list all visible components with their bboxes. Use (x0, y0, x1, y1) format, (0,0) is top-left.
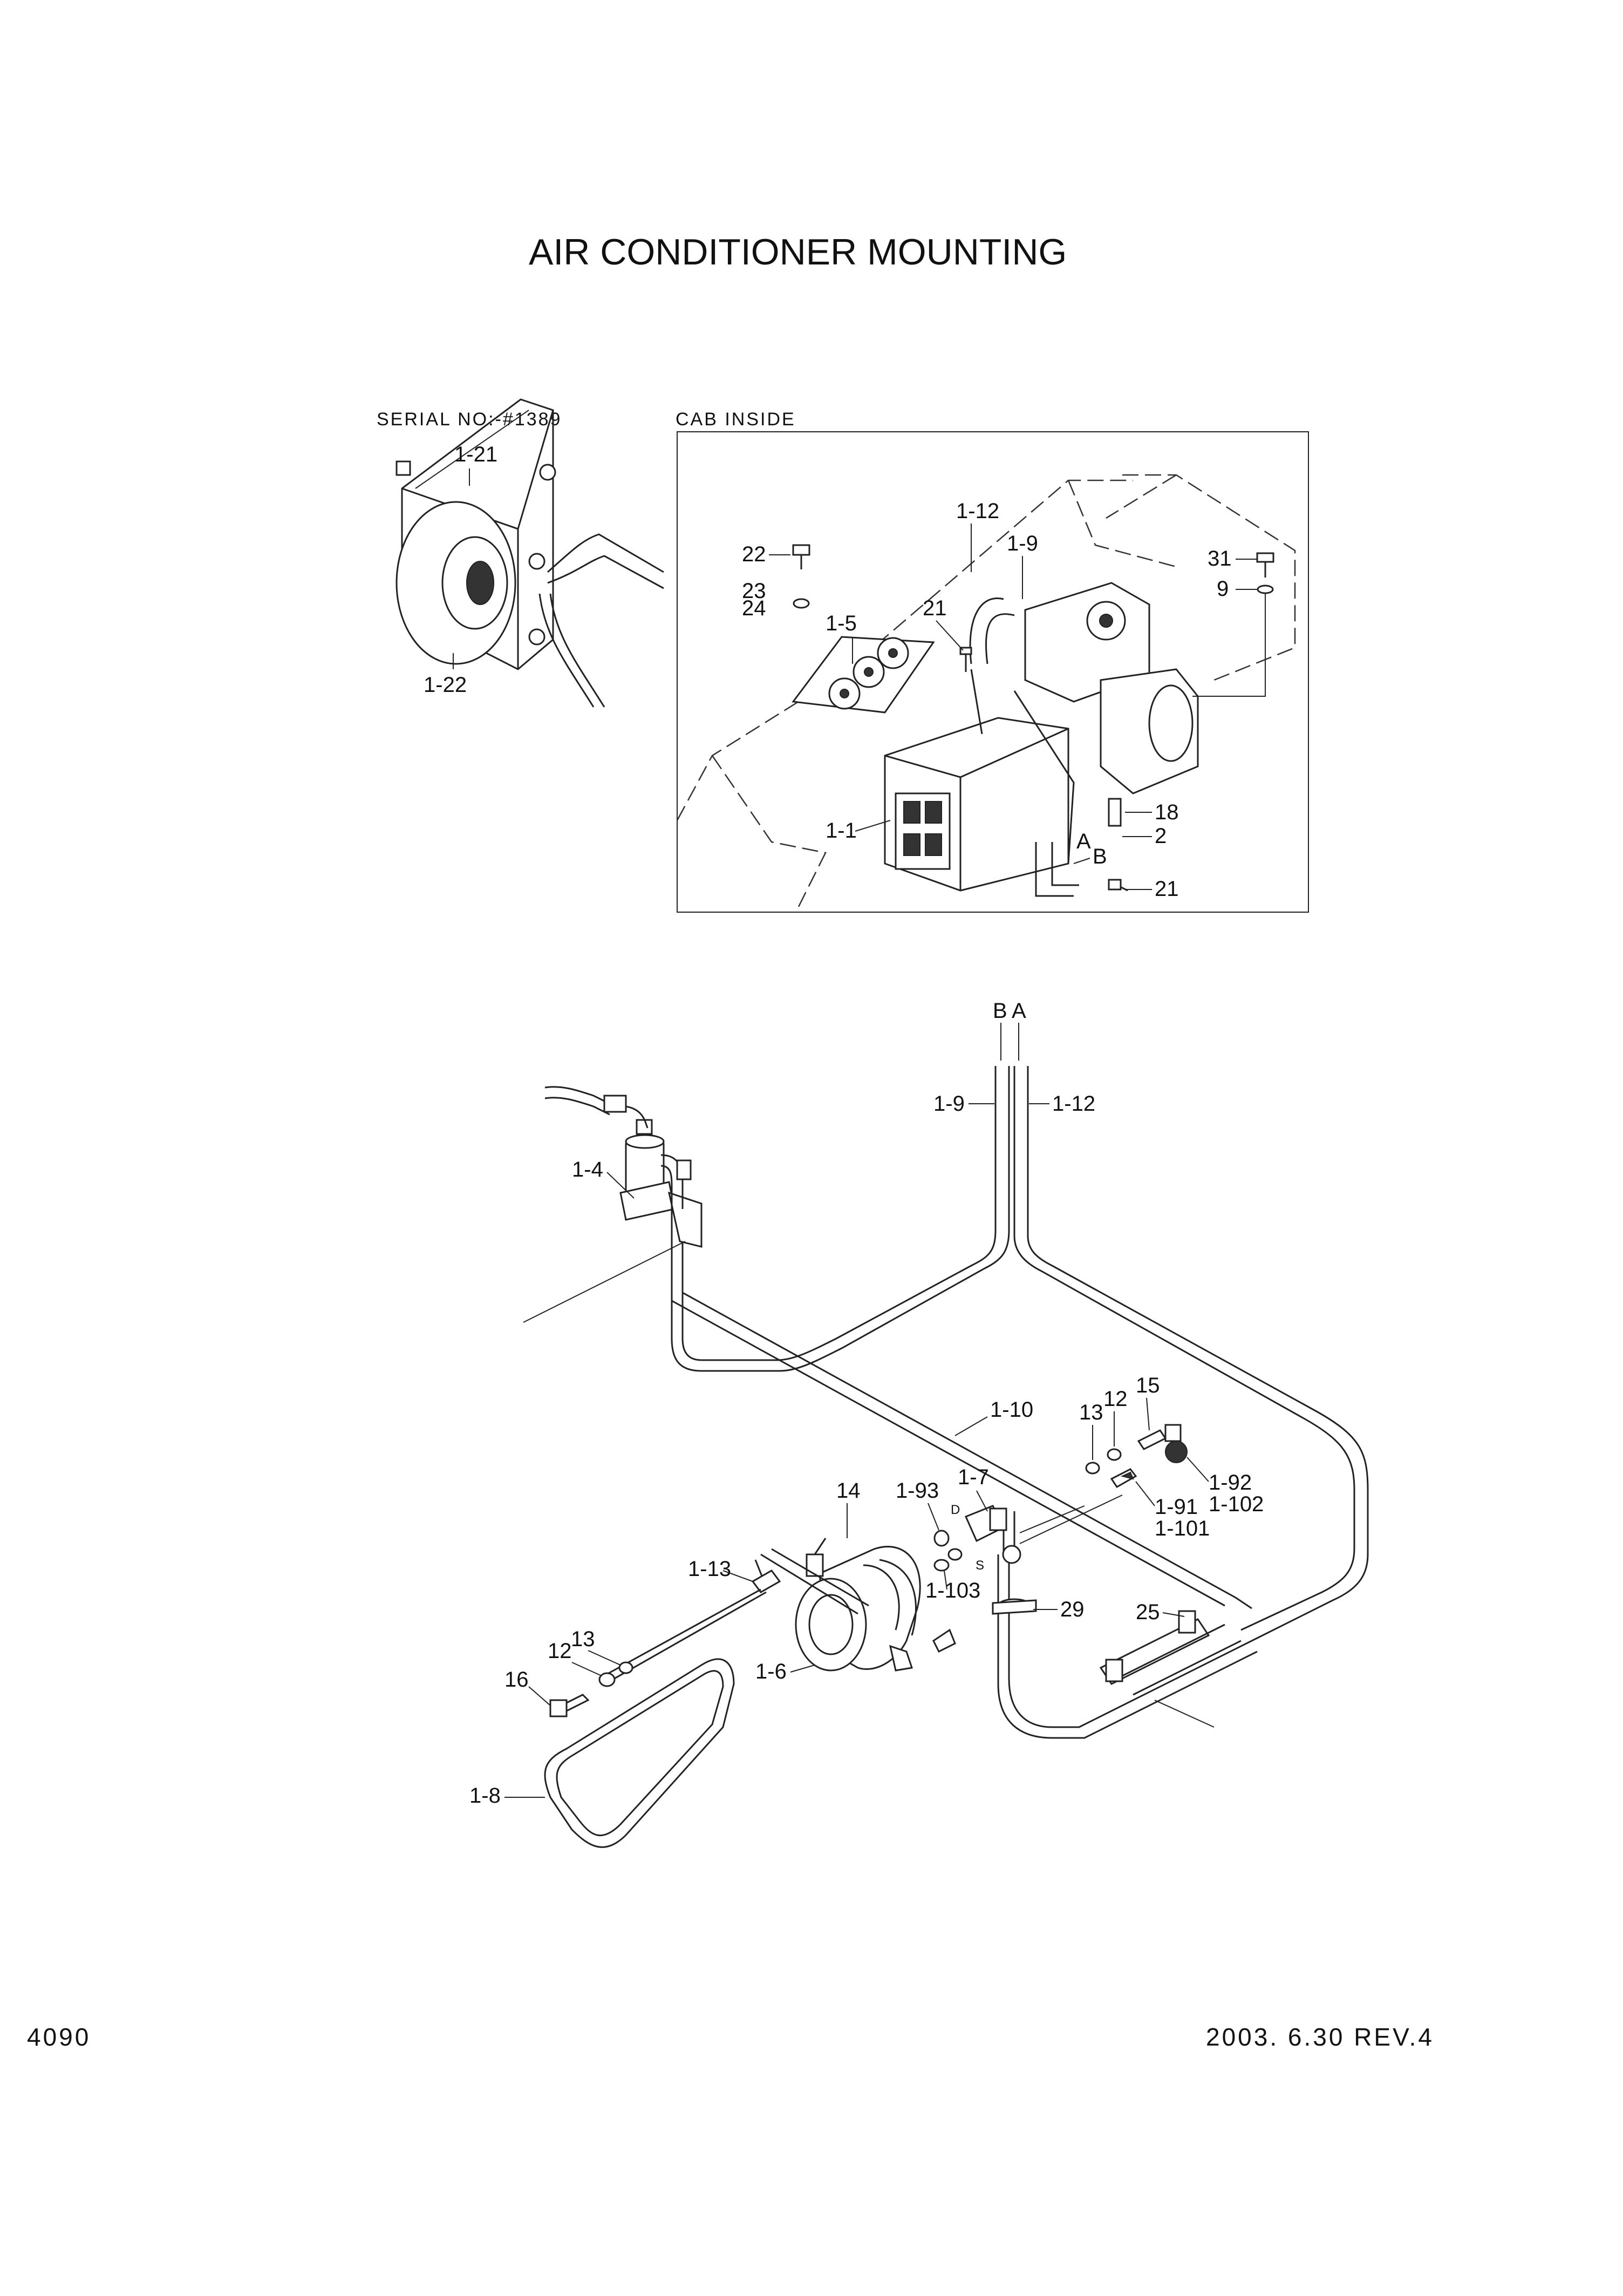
callout-1-102: 1-102 (1209, 1492, 1264, 1516)
control-panel (792, 636, 935, 714)
line-to-condenser (544, 1086, 653, 1135)
drive-belt (544, 1658, 735, 1848)
callout-1-1: 1-1 (826, 819, 857, 843)
callout-2: 2 (1155, 824, 1167, 848)
callout-1-92: 1-92 (1209, 1471, 1252, 1495)
callout-1-4: 1-4 (572, 1158, 603, 1181)
callout-1-103: 1-103 (925, 1579, 980, 1602)
callout-15: 15 (1136, 1374, 1160, 1397)
callout-21-bottom: 21 (1155, 877, 1179, 901)
callout-A-top: A (1076, 830, 1091, 853)
callout-1-9-top: 1-9 (1007, 532, 1038, 555)
idler-hardware (549, 1661, 633, 1717)
callout-1-21: 1-21 (454, 443, 497, 466)
revision-date: 2003. 6.30 REV.4 (1206, 2023, 1434, 2051)
callout-1-101: 1-101 (1155, 1517, 1210, 1540)
fasteners-top (792, 544, 1274, 892)
callout-1-22: 1-22 (424, 673, 467, 697)
callout-16: 16 (504, 1668, 529, 1692)
callout-24: 24 (742, 596, 766, 620)
callout-18: 18 (1155, 800, 1179, 824)
callout-B-pipe: B (993, 999, 1007, 1023)
callout-1-5: 1-5 (826, 612, 857, 635)
callout-13-right: 13 (1079, 1401, 1103, 1424)
callout-22: 22 (742, 542, 766, 566)
callout-9-top: 9 (1217, 577, 1229, 601)
callout-14: 14 (836, 1479, 861, 1503)
callout-1-9-pipe: 1-9 (933, 1092, 965, 1116)
callout-12-left: 12 (548, 1639, 572, 1663)
adjust-bolt (598, 1548, 869, 1682)
cab-inside-frame (677, 431, 1309, 913)
callout-1-91: 1-91 (1155, 1495, 1198, 1519)
callout-1-8: 1-8 (469, 1784, 501, 1808)
port-S-label: S (976, 1558, 984, 1573)
callout-1-93: 1-93 (896, 1479, 939, 1503)
condenser-assembly (395, 398, 664, 708)
callout-1-12-top: 1-12 (956, 499, 999, 523)
callout-1-12-pipe: 1-12 (1052, 1092, 1095, 1116)
callout-13-left: 13 (571, 1627, 595, 1651)
page-title: AIR CONDITIONER MOUNTING (529, 232, 1067, 273)
bracket-25 (1099, 1610, 1242, 1728)
callout-21-top: 21 (923, 596, 947, 620)
callout-12-right: 12 (1103, 1387, 1128, 1411)
callout-31: 31 (1208, 547, 1232, 570)
hvac-unit (884, 582, 1199, 897)
compressor (795, 1538, 956, 1672)
cab-inside-label: CAB INSIDE (676, 409, 796, 430)
port-D-label: D (951, 1503, 960, 1517)
fitting-hardware-right (1085, 1424, 1188, 1488)
callout-1-7: 1-7 (958, 1465, 989, 1489)
callout-1-13: 1-13 (688, 1557, 731, 1581)
refrigerant-lines (671, 1066, 1369, 1739)
callout-29: 29 (1060, 1598, 1085, 1621)
callout-B-top: B (1093, 845, 1107, 868)
pipe-clamp-29 (992, 1599, 1037, 1615)
cab-outline (676, 474, 1296, 907)
serial-number-label: SERIAL NO:-#1389 (377, 409, 562, 430)
callout-A-pipe: A (1012, 999, 1026, 1023)
receiver-drier (619, 1134, 703, 1248)
callout-25: 25 (1136, 1600, 1160, 1624)
page-number: 4090 (27, 2023, 91, 2051)
callout-1-6: 1-6 (755, 1660, 787, 1683)
callout-23: 23 (742, 579, 766, 603)
callout-1-10: 1-10 (990, 1398, 1033, 1422)
